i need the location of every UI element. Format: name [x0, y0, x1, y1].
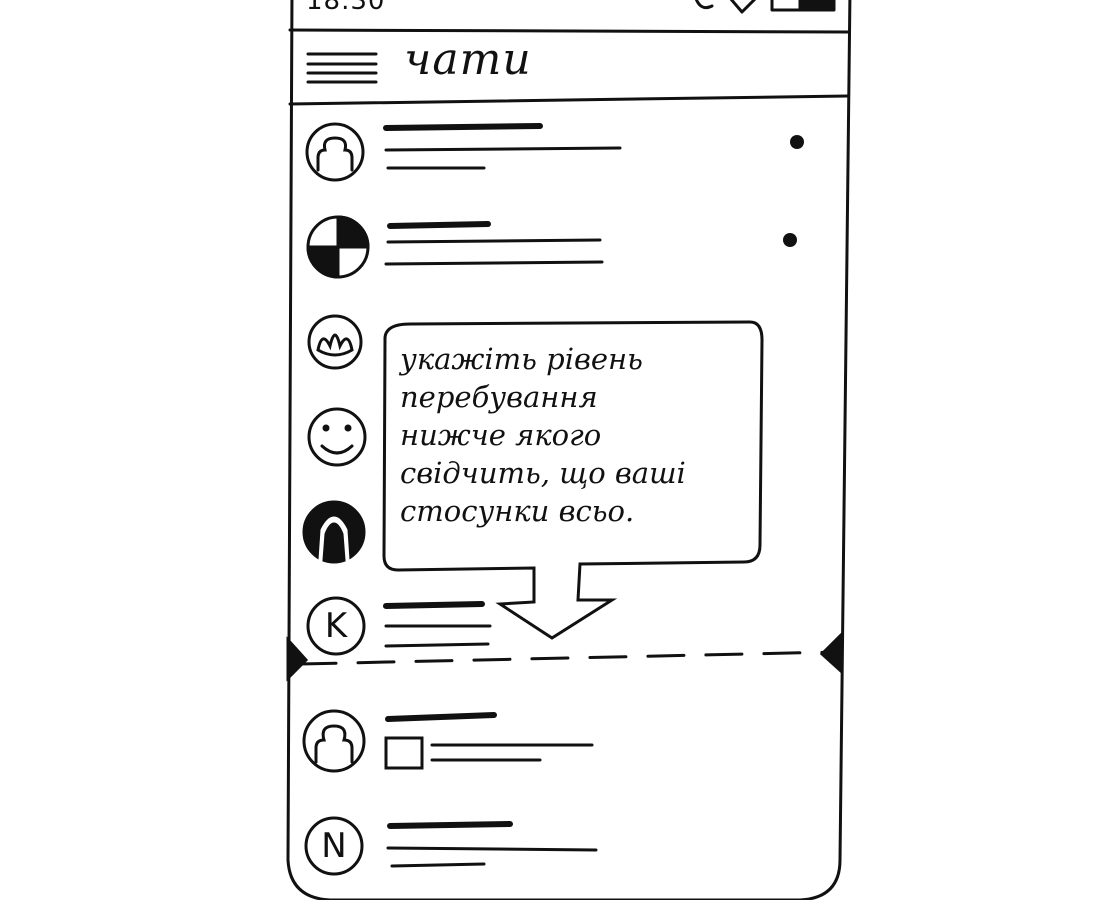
- callout-line: перебування: [400, 380, 598, 414]
- chat-item-6: [306, 596, 492, 656]
- page-title: чати: [404, 34, 532, 85]
- smiley-avatar-icon: [307, 407, 367, 467]
- lotus-avatar-icon: [307, 314, 363, 370]
- threshold-dashed-line: [298, 650, 838, 666]
- status-icons: [694, 0, 836, 14]
- chat-item-4: [307, 407, 367, 467]
- unread-dot-icon: [790, 135, 804, 149]
- callout-bubble: [382, 320, 764, 640]
- chat-item-1: [305, 122, 622, 182]
- callout-line: свідчить, що ваші: [400, 456, 686, 490]
- callout-line: укажіть рівень: [400, 342, 643, 376]
- letter-avatar-icon: [306, 596, 366, 656]
- avatar-letter-n: N: [321, 826, 347, 866]
- chat-item-7: [302, 709, 594, 773]
- header-bottom-line: [288, 94, 850, 106]
- person-avatar-icon: [305, 122, 365, 182]
- avatar-letter-k: K: [324, 606, 348, 646]
- threshold-left-marker: [286, 636, 309, 682]
- image-attachment-icon: [384, 736, 424, 770]
- status-time: 18.30: [306, 0, 386, 16]
- callout-line: нижче якого: [400, 418, 602, 452]
- phone-frame: [286, 0, 852, 900]
- chat-item-3: [307, 314, 363, 370]
- threshold-right-marker: [819, 630, 844, 676]
- hamburger-menu-icon: [306, 52, 378, 84]
- unread-dot-icon: [783, 233, 797, 247]
- chat-item-8: [304, 816, 598, 876]
- header-top-line: [288, 28, 850, 34]
- person-avatar-icon: [302, 709, 366, 773]
- letter-avatar-icon: [304, 816, 364, 876]
- chat-item-5: [302, 500, 366, 564]
- callout-line: стосунки всьо.: [400, 494, 635, 528]
- chat-item-2: [306, 215, 604, 279]
- callout-text: укажіть рівень перебування нижче якого с…: [400, 340, 750, 530]
